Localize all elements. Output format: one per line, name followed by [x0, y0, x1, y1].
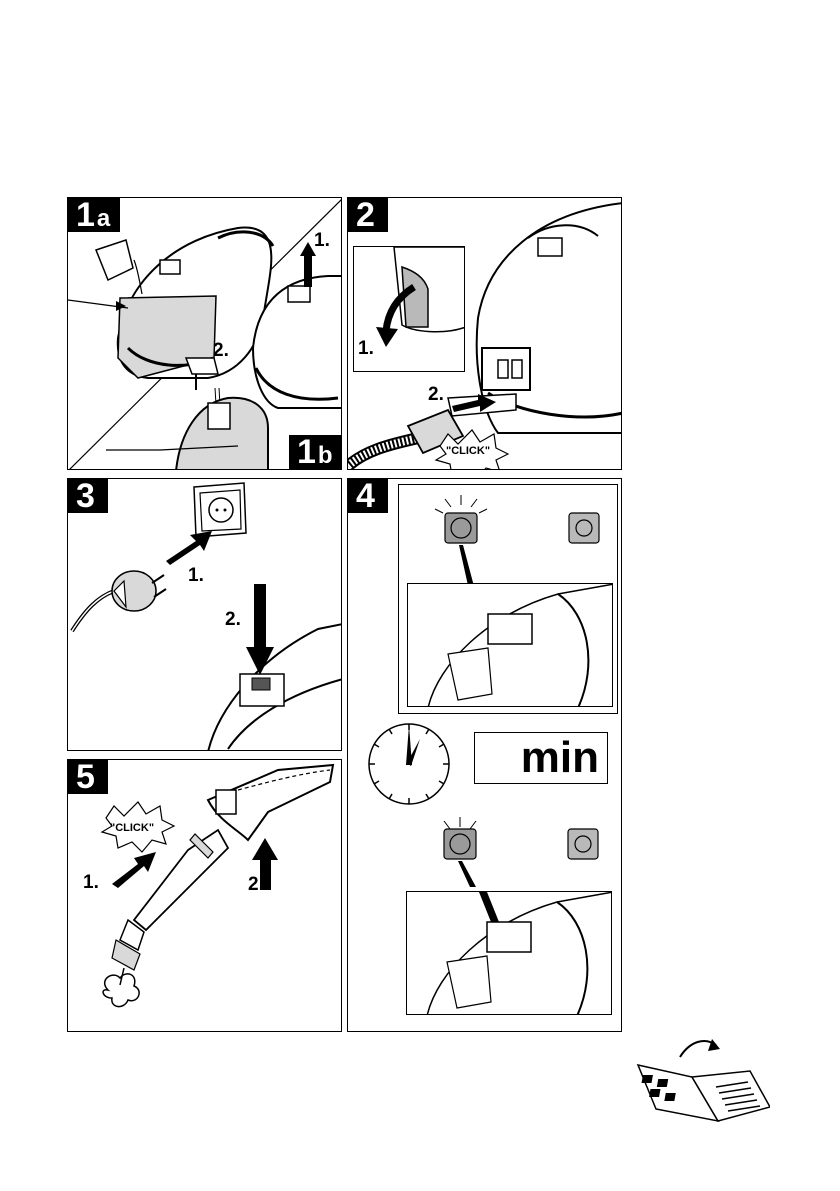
click-sound-label: "CLICK": [446, 445, 490, 457]
step-badge-3: 3: [68, 479, 108, 513]
panel-step-2: 2 1. 2. "CLICK": [347, 197, 622, 470]
clock-icon: [364, 719, 454, 809]
plug-in-illustration: [68, 479, 342, 751]
panel-step-5: 5 1. 2. "CLICK": [67, 759, 342, 1032]
attach-brush-illustration: [68, 760, 342, 1032]
indicator-device-view-2: [406, 891, 612, 1015]
heating-indicator-icon: [435, 495, 487, 543]
wait-time-box: min: [474, 732, 608, 784]
fill-water-illustration: [68, 198, 342, 470]
step-label-1: 1.: [188, 565, 204, 587]
step-number: 4: [356, 479, 375, 513]
step-label-2: 2.: [213, 340, 229, 362]
panel-step-1: 1 a 1 b 1. 2.: [67, 197, 342, 470]
minutes-unit: min: [521, 736, 599, 780]
step-badge-1a: 1 a: [68, 198, 120, 232]
step-suffix: b: [318, 443, 333, 469]
step-label-2: 2.: [225, 609, 241, 631]
step-label-1: 1.: [83, 872, 99, 894]
step-label-2: 2.: [248, 874, 264, 896]
click-sound-label: "CLICK": [110, 822, 154, 834]
step-badge-4: 4: [348, 479, 388, 513]
step-number: 3: [76, 479, 95, 513]
step-label-1: 1.: [314, 230, 330, 252]
panel-step-3: 3 1. 2.: [67, 478, 342, 751]
step-badge-2: 2: [348, 198, 388, 232]
indicator-frame-before: [398, 484, 618, 714]
step-badge-5: 5: [68, 760, 108, 794]
step-suffix: a: [97, 206, 110, 232]
indicator-device-view: [407, 583, 613, 707]
open-manual-icon: [620, 1035, 770, 1127]
step-label-2: 2.: [428, 384, 444, 406]
step-badge-1b: 1 b: [289, 435, 341, 469]
step-number: 5: [76, 760, 95, 794]
step-label-1: 1.: [358, 338, 374, 360]
step-number: 2: [356, 198, 375, 232]
heating-indicator-off: [398, 807, 618, 887]
step-number: 1: [297, 435, 316, 469]
step-number: 1: [76, 198, 95, 232]
steam-iron-icon: [569, 513, 599, 543]
